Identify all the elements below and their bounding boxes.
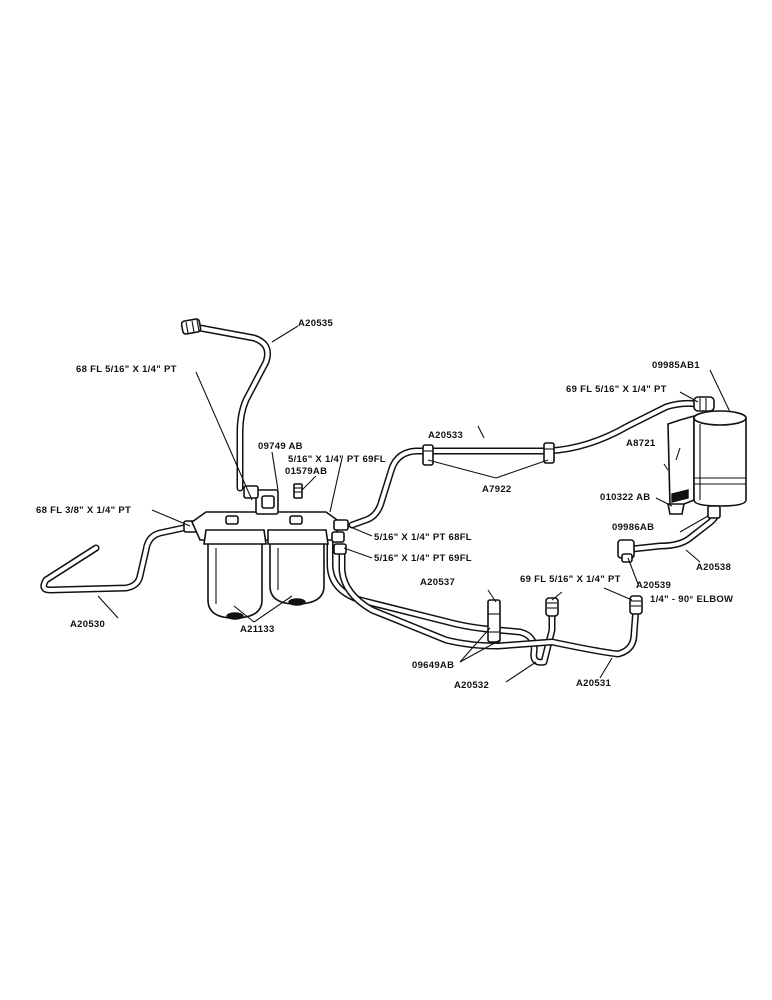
label-a20535: A20535 <box>298 318 333 329</box>
label-69fl-516-pt-top: 69 FL 5/16" X 1/4" PT <box>566 384 667 395</box>
pipe-a20533 <box>348 399 700 529</box>
part-labels: A20535 68 FL 5/16" X 1/4" PT 09749 AB 5/… <box>36 318 733 691</box>
label-elbow: 1/4" - 90° ELBOW <box>650 594 733 605</box>
label-516-69fl-top: 5/16" X 1/4" PT 69FL <box>288 454 386 465</box>
filter-assembly-a21133 <box>191 483 349 620</box>
pipe-a20535 <box>196 324 271 492</box>
label-09986ab: 09986AB <box>612 522 654 533</box>
label-09749ab: 09749 AB <box>258 441 303 452</box>
pipe-a20531 <box>338 544 640 658</box>
label-68fl-516-pt: 68 FL 5/16" X 1/4" PT <box>76 364 177 375</box>
leader-lines <box>97 325 731 683</box>
label-68fl-38-pt: 68 FL 3/8" X 1/4" PT <box>36 505 131 516</box>
label-a20537: A20537 <box>420 577 455 588</box>
label-010322ab: 010322 AB <box>600 492 650 503</box>
fitting-69fl-a20532 <box>545 597 559 617</box>
clamp-09649ab <box>487 599 501 643</box>
label-a21133: A21133 <box>240 624 275 635</box>
label-a20531: A20531 <box>576 678 611 689</box>
filter-09985ab1 <box>667 410 747 519</box>
label-a20539: A20539 <box>636 580 671 591</box>
label-a20538: A20538 <box>696 562 731 573</box>
clamp-a7922-right <box>543 442 555 464</box>
elbow-fitting <box>617 539 635 563</box>
pipe-a20530 <box>40 523 192 594</box>
label-09649ab: 09649AB <box>412 660 454 671</box>
label-01579ab: 01579AB <box>285 466 327 477</box>
label-a20530: A20530 <box>70 619 105 630</box>
fitting-69fl-filter-top <box>693 396 715 412</box>
label-a8721: A8721 <box>626 438 656 449</box>
label-09985ab1: 09985AB1 <box>652 360 700 371</box>
fitting-68fl-top <box>180 318 202 335</box>
label-a7922: A7922 <box>482 484 512 495</box>
label-a20533: A20533 <box>428 430 463 441</box>
label-516-69fl-mid: 5/16" X 1/4" PT 69FL <box>374 553 472 564</box>
clamp-a7922-left <box>422 444 434 466</box>
label-69fl-516-pt-low: 69 FL 5/16" X 1/4" PT <box>520 574 621 585</box>
pipe-a20532 <box>326 536 556 666</box>
fitting-69fl-a20531 <box>629 595 643 615</box>
label-a20532: A20532 <box>454 680 489 691</box>
label-516-68fl: 5/16" X 1/4" PT 68FL <box>374 532 472 543</box>
